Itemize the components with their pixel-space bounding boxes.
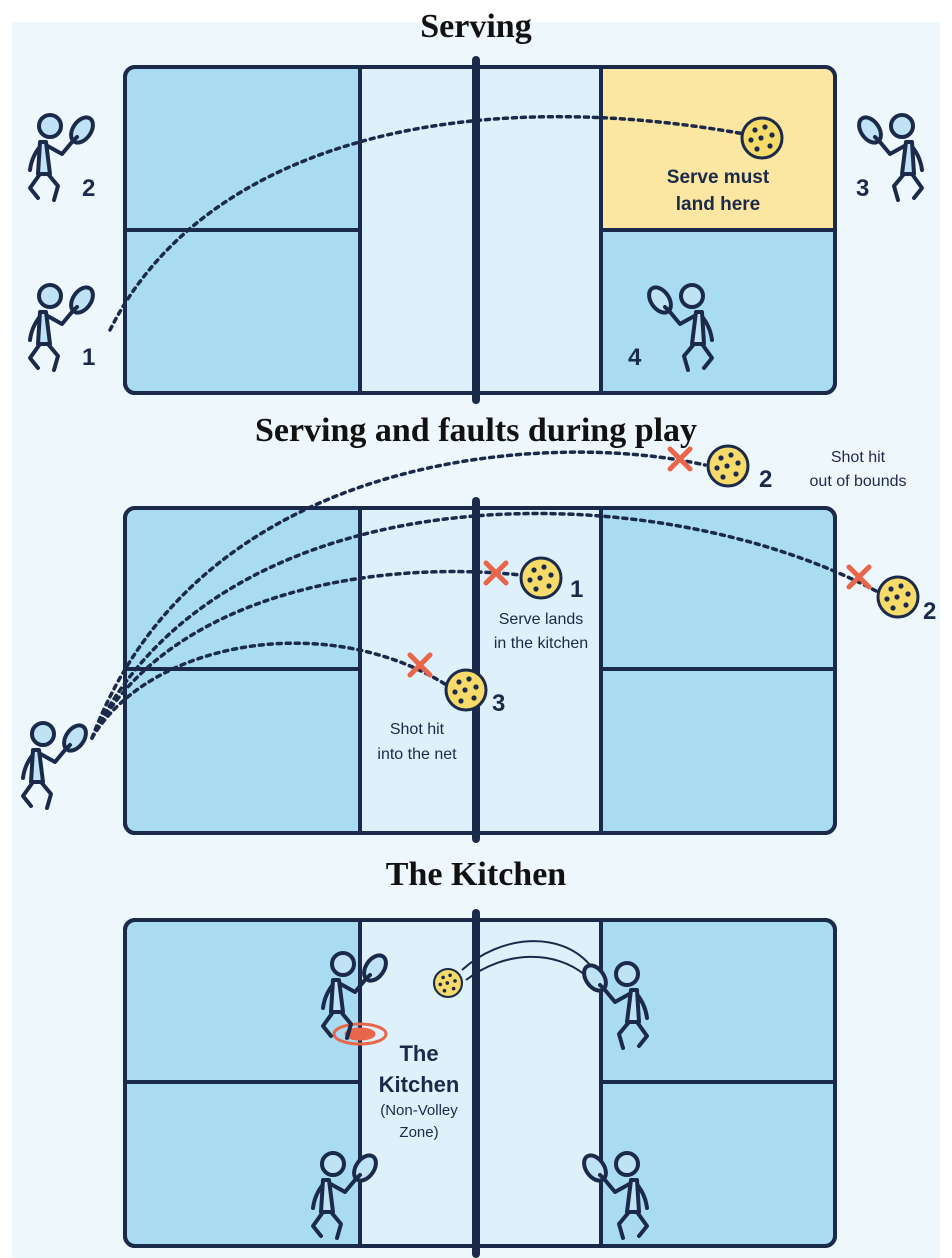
serve-path (108, 114, 752, 332)
ball-number: 1 (570, 576, 583, 603)
ball-icon (706, 444, 750, 488)
out-fault-label: Shot hit (831, 449, 886, 466)
net (472, 909, 480, 1258)
shot-paths (90, 450, 880, 740)
serving-title: Serving (420, 8, 532, 45)
ball-number: 3 (492, 690, 505, 717)
out-fault-label: out of bounds (810, 473, 907, 490)
faults-court: 1 2 2 3 Serve lands in the kitchen Shot … (21, 444, 936, 843)
kitchen-title: The Kitchen (385, 856, 567, 893)
ball-number: 2 (923, 598, 936, 625)
fault-x-icon (407, 446, 872, 678)
net (472, 56, 480, 404)
kitchen-fault-label: in the kitchen (494, 635, 588, 652)
kitchen-label: Kitchen (379, 1072, 460, 1097)
player-icon (21, 719, 93, 810)
serve-zone-label-2: land here (676, 194, 760, 215)
ball-number: 2 (759, 466, 772, 493)
serve-target-zone (601, 69, 833, 229)
foot-fault-marker (332, 1022, 388, 1046)
kitchen-label: The (399, 1041, 438, 1066)
kitchen-sublabel: (Non-Volley (380, 1102, 458, 1119)
ball-icon (519, 556, 563, 600)
faults-title: Serving and faults during play (254, 412, 698, 449)
serve-zone-label-1: Serve must (667, 167, 770, 188)
ball-icon (876, 575, 920, 619)
player-number: 4 (628, 344, 642, 371)
kitchen-court: The Kitchen (Non-Volley Zone) (123, 909, 837, 1258)
player-number: 2 (82, 175, 95, 202)
kitchen-fault-label: Serve lands (499, 611, 584, 628)
ball-icon (740, 116, 784, 160)
ball-icon (444, 668, 488, 712)
serving-court: Serve must land here 2 1 3 4 (28, 56, 922, 404)
net-fault-label: into the net (377, 746, 457, 763)
player-number: 1 (82, 344, 95, 371)
ball-icon (432, 967, 464, 999)
net (472, 497, 480, 843)
player-number: 3 (856, 175, 869, 202)
kitchen-sublabel: Zone) (399, 1124, 438, 1141)
net-fault-label: Shot hit (390, 721, 445, 738)
